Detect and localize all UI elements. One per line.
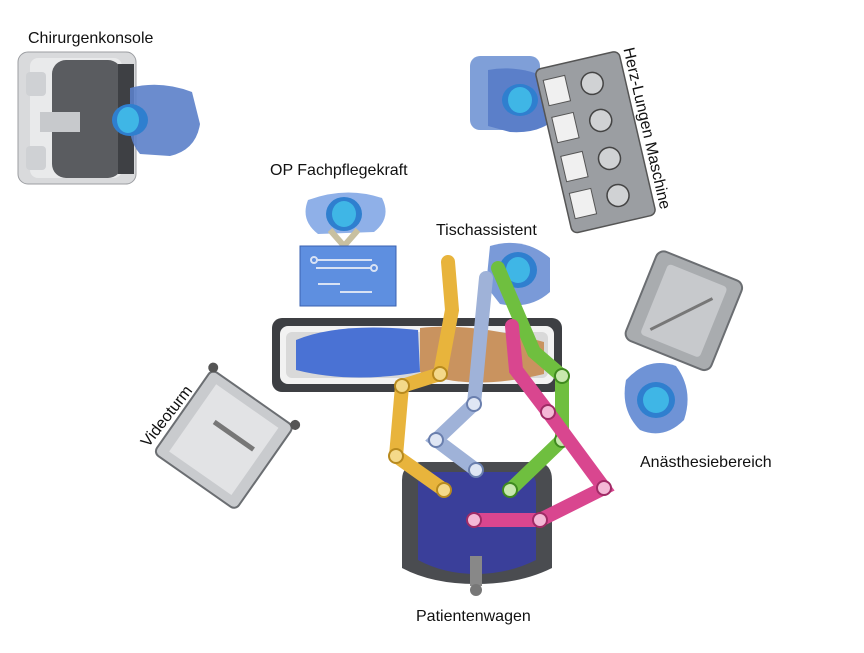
scrub-nurse-label: OP Fachpflegekraft	[270, 162, 408, 179]
heart-lung-machine	[535, 51, 656, 234]
anesthesiologist-figure	[624, 363, 688, 434]
video-tower	[154, 362, 301, 509]
anesthesia-cart	[624, 250, 744, 372]
robot-arm-blue	[425, 271, 493, 478]
surgeon-figure	[112, 84, 200, 156]
surgeon-console-label: Chirurgenkonsole	[28, 30, 154, 47]
scrub-nurse-figure	[305, 192, 386, 251]
patient-cart-label: Patientenwagen	[416, 608, 531, 625]
perfusionist-figure	[470, 56, 556, 133]
anesthesia-area-label: Anästhesiebereich	[640, 454, 772, 471]
table-assistant-label: Tischassistent	[436, 222, 537, 239]
instrument-table	[299, 245, 397, 307]
surgeon-console	[17, 51, 137, 185]
robot-arm-yellow	[388, 255, 460, 498]
robot-arm-pink	[466, 319, 615, 528]
